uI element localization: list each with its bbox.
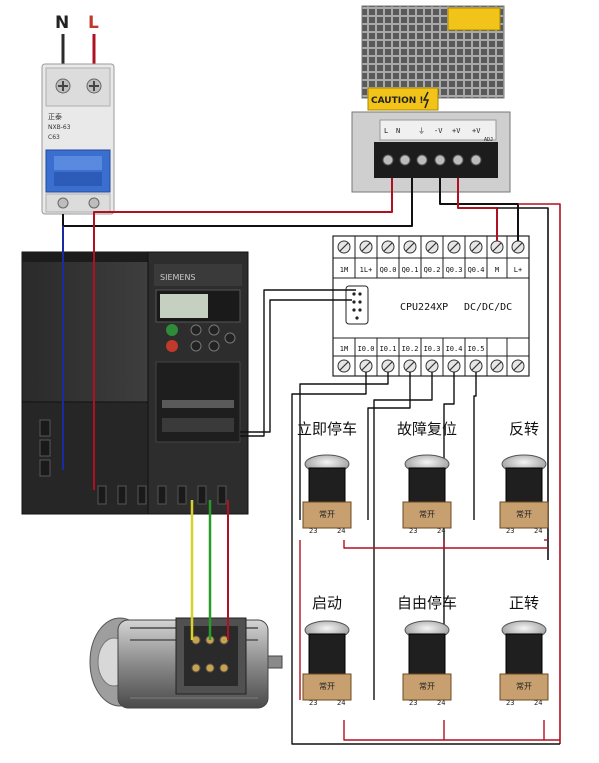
vfd-key-2[interactable] <box>208 324 220 336</box>
plc-comm-port <box>345 285 369 325</box>
contact-label: 常开 <box>319 682 335 691</box>
contact-label: 常开 <box>419 682 435 691</box>
ps-terminal-label-3: -V <box>434 127 443 135</box>
push-button-5[interactable]: 正转 常开 23 24 <box>499 594 549 707</box>
contact-label: 常开 <box>419 510 435 519</box>
push-button-label: 反转 <box>509 420 539 438</box>
vfd-display <box>160 294 208 318</box>
plc-top-terminal-5: Q0.3 <box>446 266 463 274</box>
contact-number-left: 23 <box>309 527 317 535</box>
contact-number-left: 23 <box>506 699 514 707</box>
contact-number-left: 23 <box>409 527 417 535</box>
vfd-key-1[interactable] <box>190 324 202 336</box>
contact-label: 常开 <box>516 682 532 691</box>
contact-number-left: 23 <box>506 527 514 535</box>
vfd-key-3[interactable] <box>190 340 202 352</box>
vfd-stop-button[interactable] <box>166 340 178 352</box>
contact-number-right: 24 <box>534 699 542 707</box>
push-button-3[interactable]: 启动 常开 23 24 <box>302 594 352 707</box>
contact-number-right: 24 <box>437 699 445 707</box>
motor <box>89 617 283 709</box>
power-supply: CAUTION ! L N ⏚ -V +V +V ADJ <box>351 5 511 193</box>
plc-top-terminal-2: Q0.0 <box>380 266 397 274</box>
plc-top-terminal-6: Q0.4 <box>468 266 485 274</box>
ps-terminal-label-1: N <box>396 127 400 135</box>
push-button-4[interactable]: 自由停车 常开 23 24 <box>397 594 457 707</box>
plc-bottom-terminal-5: I0.4 <box>446 345 463 353</box>
breaker-rating: C63 <box>48 134 60 141</box>
lightning-icon <box>422 91 430 109</box>
plc-bottom-terminal-0: 1M <box>340 345 348 353</box>
contact-number-left: 23 <box>409 699 417 707</box>
breaker-model: NXB-63 <box>48 124 71 131</box>
breaker-brand: 正泰 <box>48 112 62 121</box>
push-button-label: 启动 <box>312 594 342 612</box>
plc-bottom-terminal-2: I0.1 <box>380 345 397 353</box>
plc-module: 1M 1L+ Q0.0 Q0.1 Q0.2 Q0.3 Q0.4 M L+ 1M … <box>332 235 530 377</box>
vfd-key-5[interactable] <box>224 332 236 344</box>
wiring <box>62 178 561 745</box>
contact-number-right: 24 <box>337 699 345 707</box>
push-button-label: 立即停车 <box>297 420 357 438</box>
contact-label: 常开 <box>516 510 532 519</box>
push-button-label: 正转 <box>509 594 539 612</box>
ps-adj-label: ADJ <box>484 137 493 143</box>
circuit-breaker: N L 正泰 NXB-63 C63 <box>41 13 115 215</box>
plc-bottom-terminal-6: I0.5 <box>468 345 485 353</box>
vfd-run-button[interactable] <box>166 324 178 336</box>
ps-terminal-label-2: ⏚ <box>418 127 425 135</box>
push-button-label: 自由停车 <box>397 594 457 612</box>
vfd-brand: SIEMENS <box>160 273 196 282</box>
contact-label: 常开 <box>319 510 335 519</box>
plc-top-terminal-1: 1L+ <box>360 266 373 274</box>
plc-top-terminal-4: Q0.2 <box>424 266 441 274</box>
plc-model-text: CPU224XP <box>400 302 448 313</box>
push-button-label: 故障复位 <box>397 420 457 438</box>
vfd-key-4[interactable] <box>208 340 220 352</box>
ps-terminal-label-5: +V <box>472 127 481 135</box>
plc-bottom-terminal-3: I0.2 <box>402 345 419 353</box>
terminal-l-label: L <box>88 13 99 33</box>
push-button-0[interactable]: 立即停车 常开 23 24 <box>297 420 357 535</box>
push-button-1[interactable]: 故障复位 常开 23 24 <box>397 420 457 535</box>
caution-text: CAUTION ! <box>371 96 424 106</box>
plc-bottom-terminal-1: I0.0 <box>358 345 375 353</box>
plc-top-terminal-8: L+ <box>514 266 522 274</box>
contact-number-right: 24 <box>437 527 445 535</box>
plc-top-terminal-7: M <box>495 266 499 274</box>
terminal-n-label: N <box>55 13 69 33</box>
frequency-inverter: SIEMENS <box>21 251 249 515</box>
contact-number-right: 24 <box>337 527 345 535</box>
ps-terminal-label-4: +V <box>452 127 461 135</box>
contact-number-right: 24 <box>534 527 542 535</box>
plc-top-terminal-3: Q0.1 <box>402 266 419 274</box>
plc-bottom-terminal-4: I0.3 <box>424 345 441 353</box>
ps-terminal-label-0: L <box>384 127 388 135</box>
push-button-2[interactable]: 反转 常开 23 24 <box>499 420 549 535</box>
plc-supply-text: DC/DC/DC <box>464 302 512 313</box>
plc-top-terminal-0: 1M <box>340 266 348 274</box>
contact-number-left: 23 <box>309 699 317 707</box>
